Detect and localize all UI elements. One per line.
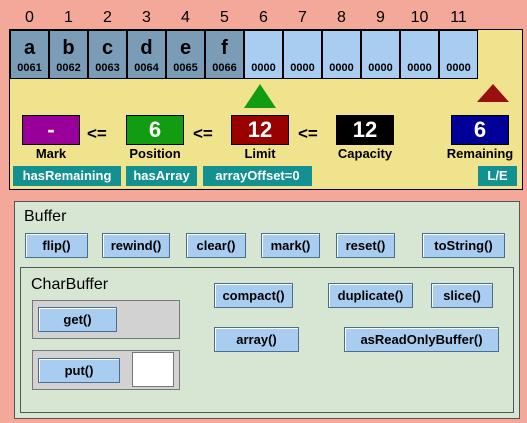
le-operator: <=: [193, 124, 213, 143]
flip-button[interactable]: flip(): [25, 233, 88, 258]
buffer-cell: 0000: [322, 30, 361, 79]
capacity-value: 12: [336, 115, 394, 145]
buffer-cell: 0000: [283, 30, 322, 79]
has-array-flag: hasArray: [126, 166, 197, 186]
cell-code: 0000: [446, 62, 471, 74]
cell-char: [401, 35, 438, 61]
cell-code: 0065: [173, 62, 198, 74]
index-label: 4: [181, 9, 190, 26]
le-operator: <=: [87, 124, 107, 143]
index-label: 2: [103, 9, 112, 26]
index-label: 3: [142, 9, 151, 26]
remaining-label: Remaining: [446, 146, 514, 161]
cell-char: d: [140, 37, 153, 59]
buffer-cell: 0000: [400, 30, 439, 79]
mark-label: Mark: [35, 146, 67, 161]
cell-code: 0000: [251, 62, 276, 74]
position-pointer-icon: [244, 84, 276, 108]
position-label: Position: [129, 146, 181, 161]
cell-char: f: [221, 37, 228, 59]
clear-button[interactable]: clear(): [186, 233, 246, 258]
buffer-cell: b 0062: [49, 30, 88, 79]
cell-char: a: [23, 37, 36, 59]
duplicate-button[interactable]: duplicate(): [328, 283, 413, 308]
index-label: 8: [337, 9, 346, 26]
index-label: 5: [220, 9, 229, 26]
position-value: 6: [126, 115, 184, 145]
remaining-value: 6: [451, 115, 509, 145]
get-button[interactable]: get(): [38, 307, 117, 332]
cell-code: 0000: [368, 62, 393, 74]
cell-code: 0000: [290, 62, 315, 74]
limit-value: 12: [231, 115, 289, 145]
cell-code: 0066: [212, 62, 237, 74]
buffer-cell: d 0064: [127, 30, 166, 79]
byte-order-flag: L/E: [478, 166, 517, 186]
cell-char: c: [101, 37, 114, 59]
index-label: 9: [376, 9, 385, 26]
buffer-cell: e 0065: [166, 30, 205, 79]
index-label: 11: [450, 9, 467, 26]
cell-code: 0000: [407, 62, 432, 74]
as-read-only-buffer-button[interactable]: asReadOnlyBuffer(): [344, 327, 499, 352]
buffer-cell: a 0061: [10, 30, 49, 79]
limit-pointer-icon: [477, 84, 509, 102]
buffer-cell: 0000: [244, 30, 283, 79]
index-label: 0: [25, 9, 34, 26]
rewind-button[interactable]: rewind(): [102, 233, 170, 258]
mark-value: -: [22, 115, 80, 145]
cell-char: [440, 35, 477, 61]
cell-code: 0063: [95, 62, 120, 74]
mark-button[interactable]: mark(): [261, 233, 320, 258]
index-label: 6: [259, 9, 268, 26]
compact-button[interactable]: compact(): [214, 283, 293, 308]
index-label: 7: [298, 9, 307, 26]
cell-char: [323, 35, 360, 61]
cell-code: 0061: [17, 62, 42, 74]
index-label: 10: [410, 9, 429, 26]
slice-button[interactable]: slice(): [431, 283, 493, 308]
to-string-button[interactable]: toString(): [422, 233, 505, 258]
le-operator: <=: [298, 124, 318, 143]
cell-char: [284, 35, 321, 61]
char-buffer-section-title: CharBuffer: [31, 276, 109, 293]
buffer-section-title: Buffer: [24, 208, 67, 225]
reset-button[interactable]: reset(): [336, 233, 395, 258]
array-offset-flag: arrayOffset=0: [203, 166, 312, 186]
has-remaining-flag: hasRemaining: [13, 166, 121, 186]
array-button[interactable]: array(): [214, 327, 299, 352]
capacity-label: Capacity: [337, 146, 393, 161]
buffer-cell: f 0066: [205, 30, 244, 79]
cell-char: b: [62, 37, 75, 59]
cell-code: 0000: [329, 62, 354, 74]
cell-char: [245, 35, 282, 61]
put-input[interactable]: [132, 352, 174, 387]
buffer-cell: 0000: [439, 30, 478, 79]
cell-code: 0064: [134, 62, 159, 74]
put-button[interactable]: put(): [38, 358, 120, 383]
cell-code: 0062: [56, 62, 81, 74]
index-label: 1: [64, 9, 73, 26]
buffer-cell: 0000: [361, 30, 400, 79]
cell-char: [362, 35, 399, 61]
cell-char: e: [179, 37, 192, 59]
limit-label: Limit: [244, 146, 276, 161]
buffer-cell: c 0063: [88, 30, 127, 79]
